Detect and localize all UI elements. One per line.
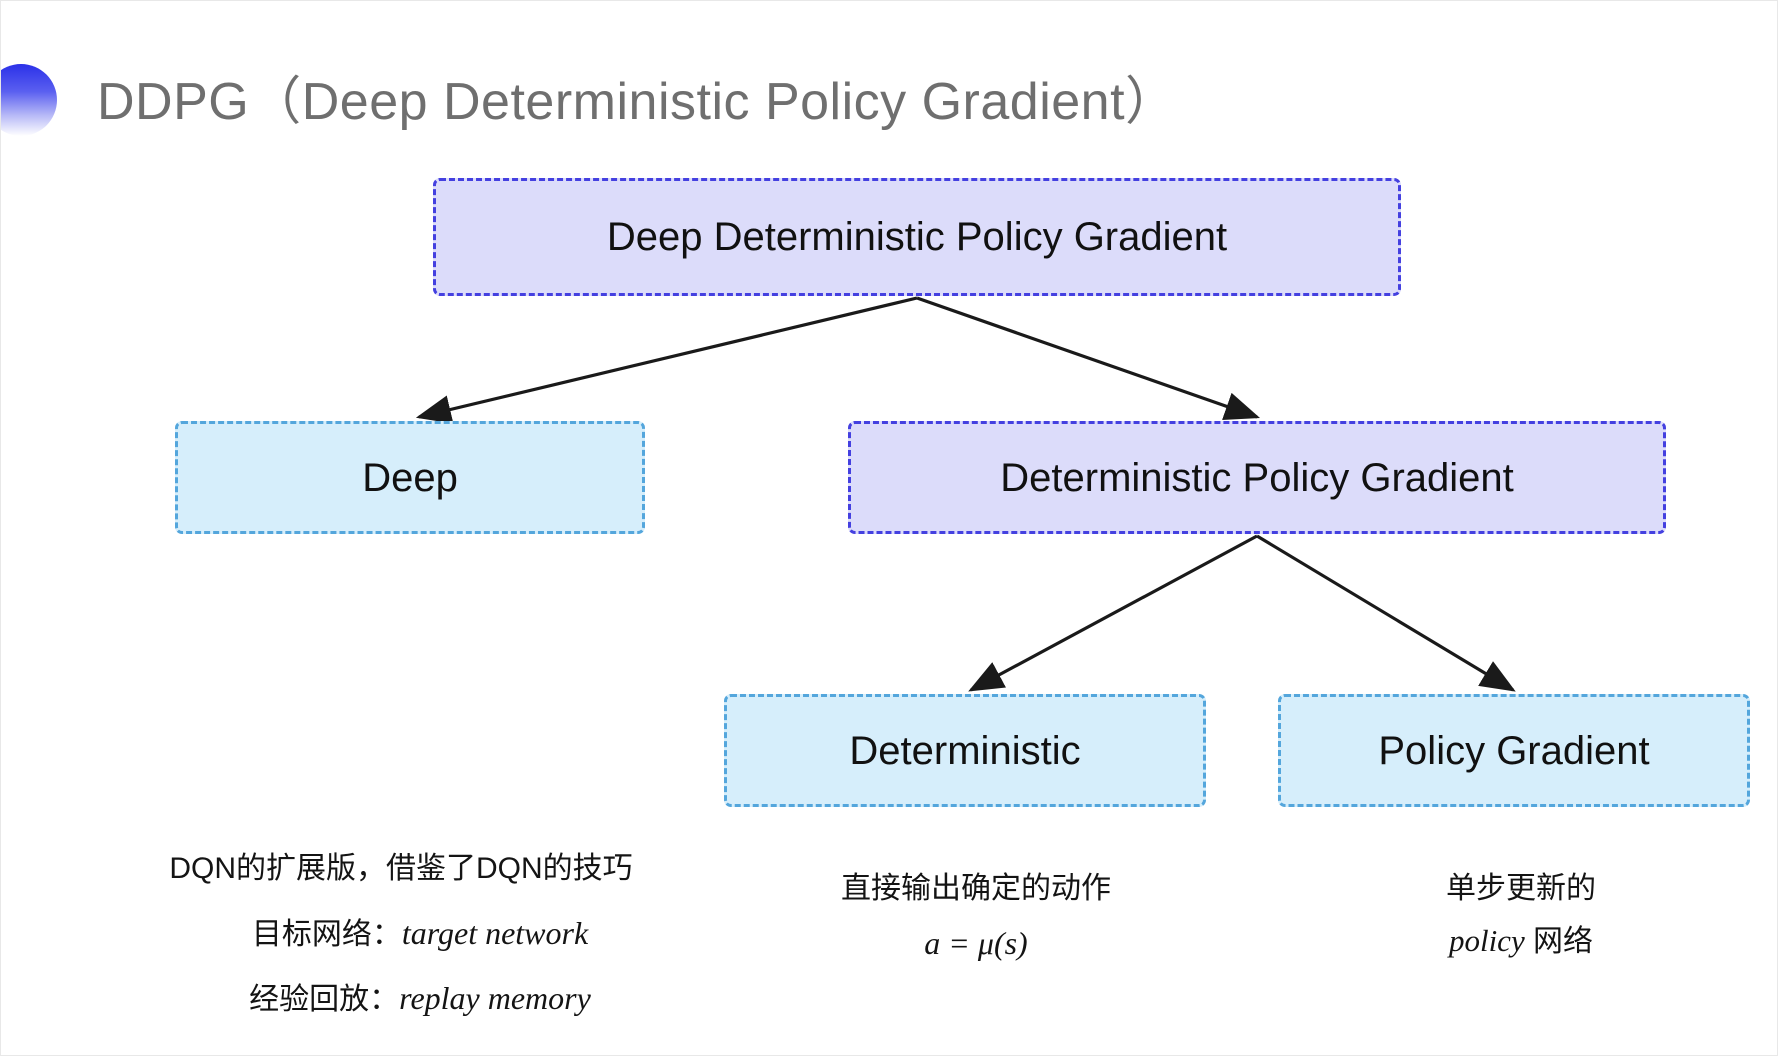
node-label: Deep Deterministic Policy Gradient xyxy=(606,215,1228,259)
node-label: Deep xyxy=(362,455,458,500)
edge-dpg-to-policy-gradient xyxy=(1256,534,1516,692)
edge-dpg-to-deterministic xyxy=(968,534,1258,692)
annotation-term: replay memory xyxy=(399,980,591,1017)
annotation-label: 目标网络： xyxy=(251,917,402,951)
node-deterministic-policy-gradient[interactable]: Deterministic Policy Gradient xyxy=(848,421,1666,534)
annotation-deterministic: 直接输出确定的动作 a = μ(s) xyxy=(761,866,1191,974)
edge-root-to-deep xyxy=(415,296,918,424)
node-label: Deterministic Policy Gradient xyxy=(1000,455,1514,500)
annotation-line: policy 网络 xyxy=(1331,917,1711,966)
annotation-line: 直接输出确定的动作 xyxy=(841,872,1111,905)
annotation-line: DQN的扩展版，借鉴了DQN的技巧 xyxy=(169,852,633,885)
annotation-formula: a = μ(s) xyxy=(924,924,1028,961)
annotation-term: policy xyxy=(1448,922,1525,958)
page-title: DDPG（Deep Deterministic Policy Gradient） xyxy=(97,73,1178,131)
annotation-line: 单步更新的 xyxy=(1446,872,1596,905)
node-deterministic[interactable]: Deterministic xyxy=(724,694,1206,807)
annotation-line: 经验回放：replay memory xyxy=(121,974,681,1024)
title-decoration-circle-icon xyxy=(1,64,57,136)
annotation-term: target network xyxy=(401,914,589,951)
node-policy-gradient[interactable]: Policy Gradient xyxy=(1278,694,1750,807)
annotation-policy-gradient: 单步更新的 policy 网络 xyxy=(1331,866,1711,969)
annotation-label: 经验回放： xyxy=(249,983,400,1017)
annotation-line: 目标网络：target network xyxy=(121,909,681,959)
node-deep-deterministic-policy-gradient[interactable]: Deep Deterministic Policy Gradient xyxy=(433,178,1401,296)
node-label: Policy Gradient xyxy=(1378,728,1650,773)
annotation-suffix: 网络 xyxy=(1524,924,1594,958)
edge-root-to-dpg xyxy=(916,296,1261,421)
annotation-deep: DQN的扩展版，借鉴了DQN的技巧 目标网络：target network 经验… xyxy=(121,846,681,1040)
node-label: Deterministic xyxy=(849,728,1081,773)
node-deep[interactable]: Deep xyxy=(175,421,645,534)
